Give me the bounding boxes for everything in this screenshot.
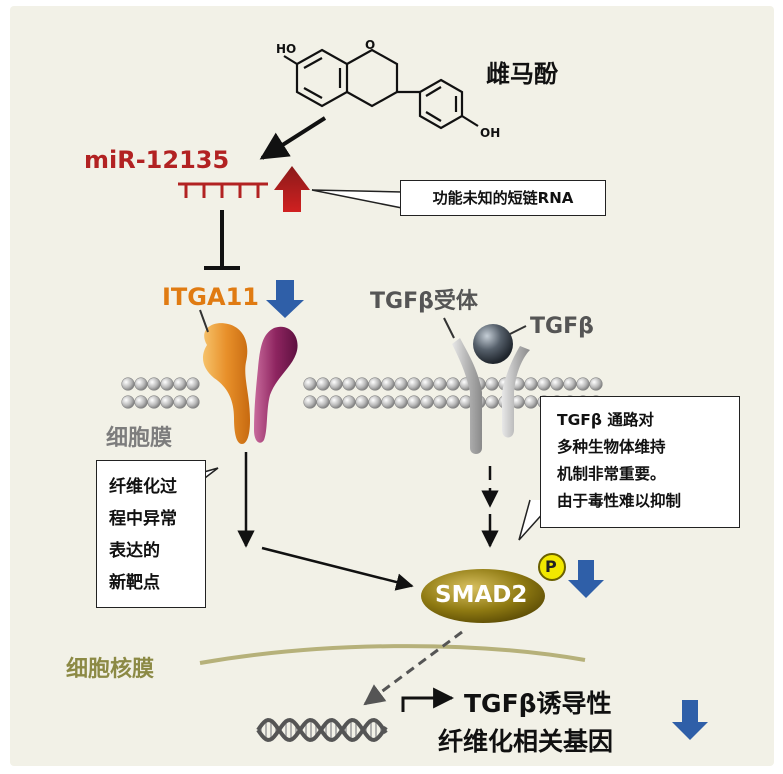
- membrane-bead: [173, 395, 187, 409]
- equol-to-mirna-arrow: [259, 116, 327, 160]
- mirna-callout-box: 功能未知的短链RNA: [400, 180, 606, 216]
- membrane-bead: [147, 395, 161, 409]
- membrane-bead: [433, 395, 447, 409]
- equol-structure: [283, 48, 479, 130]
- itga11-label: ITGA11: [162, 283, 259, 311]
- membrane-bead: [342, 377, 356, 391]
- cell-membrane-bilayer: [121, 377, 603, 409]
- fibrosis-callout-line: 程中异常: [109, 509, 177, 529]
- membrane-bead: [381, 395, 395, 409]
- tgfb-callout-line: 机制非常重要。: [557, 465, 666, 483]
- membrane-bead: [160, 377, 174, 391]
- membrane-bead: [433, 377, 447, 391]
- membrane-bead: [524, 377, 538, 391]
- phospho-circle: [538, 553, 566, 581]
- membrane-bead: [381, 377, 395, 391]
- membrane-bead: [420, 395, 434, 409]
- membrane-bead: [485, 377, 499, 391]
- membrane-bead: [186, 377, 200, 391]
- genes-label-line1: TGFβ诱导性: [464, 689, 612, 718]
- membrane-bead: [342, 395, 356, 409]
- tgfb-receptor: [443, 317, 530, 454]
- membrane-bead: [173, 377, 187, 391]
- membrane-bead: [407, 377, 421, 391]
- tgfb-callout-line: 由于毒性难以抑制: [557, 492, 682, 510]
- membrane-bead: [329, 377, 343, 391]
- itga11-to-smad2-arrow: [261, 546, 414, 591]
- equol-substituent-o: O: [365, 38, 376, 52]
- tgfb-callout-box: TGFβ 通路对 多种生物体维持 机制非常重要。 由于毒性难以抑制: [540, 396, 740, 528]
- membrane-bead: [446, 395, 460, 409]
- itga11-protein: [199, 309, 298, 444]
- phospho-label: P: [545, 557, 557, 576]
- gene-activation-arrow: [401, 687, 455, 712]
- smad2-down-arrow: [568, 560, 604, 598]
- membrane-bead: [550, 377, 564, 391]
- membrane-bead: [134, 377, 148, 391]
- membrane-bead: [537, 377, 551, 391]
- compound-name: 雌马酚: [486, 60, 558, 88]
- membrane-bead: [121, 377, 135, 391]
- membrane-bead: [368, 395, 382, 409]
- mirna-callout-text: 功能未知的短链RNA: [432, 189, 574, 207]
- membrane-bead: [394, 377, 408, 391]
- dna-strand: [256, 717, 388, 743]
- membrane-bead: [160, 395, 174, 409]
- membrane-bead: [303, 377, 317, 391]
- membrane-bead: [407, 395, 421, 409]
- inhibition-line: [204, 210, 240, 270]
- membrane-bead: [524, 395, 538, 409]
- smad2-to-dna-arrow: [363, 630, 463, 706]
- membrane-bead: [355, 377, 369, 391]
- membrane-bead: [420, 377, 434, 391]
- membrane-bead: [589, 377, 603, 391]
- equol-substituent-ho: HO: [276, 42, 297, 56]
- membrane-bead: [394, 395, 408, 409]
- mirna-label: miR-12135: [84, 146, 230, 174]
- membrane-bead: [134, 395, 148, 409]
- mirna-callout-pointer: [311, 189, 403, 209]
- membrane-bead: [329, 395, 343, 409]
- membrane-bead: [563, 377, 577, 391]
- membrane-bead: [368, 377, 382, 391]
- genes-label-line2: 纤维化相关基因: [438, 727, 614, 756]
- fibrosis-callout-line: 表达的: [109, 541, 160, 561]
- membrane-bead: [355, 395, 369, 409]
- membrane-bead: [186, 395, 200, 409]
- membrane-bead: [147, 377, 161, 391]
- nuclear-membrane-line: [199, 644, 586, 665]
- membrane-bead: [316, 395, 330, 409]
- membrane-bead: [485, 395, 499, 409]
- membrane-bead: [303, 395, 317, 409]
- cell-membrane-label: 细胞膜: [106, 426, 173, 451]
- itga11-down-arrow: [266, 280, 304, 318]
- mirna-strand: [178, 182, 268, 198]
- membrane-bead: [446, 377, 460, 391]
- dna-helix: [256, 717, 388, 743]
- equol-substituent-oh: OH: [480, 126, 501, 140]
- smad2-ellipse: [421, 569, 545, 623]
- nuclear-membrane-label: 细胞核膜: [66, 657, 155, 682]
- membrane-bead: [576, 377, 590, 391]
- smad2-label: SMAD2: [435, 582, 528, 608]
- tgfb-callout-line: 多种生物体维持: [557, 438, 666, 456]
- tgfb-receptor-label: TGFβ受体: [370, 289, 478, 314]
- membrane-bead: [316, 377, 330, 391]
- genes-down-arrow: [672, 700, 708, 740]
- fibrosis-callout-box: 纤维化过 程中异常 表达的 新靶点: [96, 460, 206, 608]
- fibrosis-callout-line: 新靶点: [109, 573, 160, 593]
- mirna-up-arrow: [274, 166, 310, 212]
- tgfb-callout-line: TGFβ 通路对: [557, 411, 654, 429]
- tgfb-ligand-label: TGFβ: [530, 314, 594, 339]
- membrane-bead: [121, 395, 135, 409]
- fibrosis-callout-line: 纤维化过: [109, 477, 177, 497]
